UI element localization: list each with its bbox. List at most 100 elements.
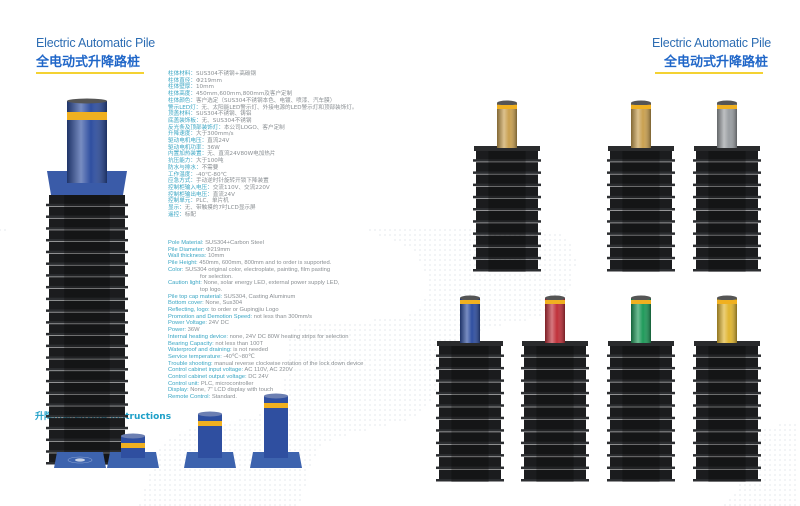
spec-label: 遥控： xyxy=(168,211,185,218)
spec-row: Pile Height: 450mm, 600mm, 800mm and to … xyxy=(168,260,363,267)
spec-label: Pile Diameter: xyxy=(168,246,207,253)
spec-row: 驱动电机电压：直流24V xyxy=(168,138,358,145)
spec-label: Pile Height: xyxy=(168,260,200,267)
spec-row: 控制柜输出电压：直流24V xyxy=(168,192,358,199)
spec-value: 大于100吨 xyxy=(195,158,224,165)
spec-label: 控制柜输出电压： xyxy=(168,191,213,198)
silver-pile xyxy=(693,100,761,272)
lifting-step-1 xyxy=(54,452,106,468)
spec-value: 本公司LOGO、客户定制 xyxy=(223,124,285,131)
gold-pile-1 xyxy=(473,100,541,272)
spec-label: Wall thickness: xyxy=(168,253,209,260)
spec-row: Power: 36W xyxy=(168,327,363,334)
spec-row: 控制单元：PLC、单片机 xyxy=(168,198,358,205)
spec-label: Control cabinet input voltage: xyxy=(168,367,245,374)
spec-label: 柱体直径： xyxy=(168,77,196,84)
spec-label: Bearing Capacity: xyxy=(168,340,216,347)
spec-label: 内置加热装置： xyxy=(168,151,208,158)
spec-value: PLC, microcontroller xyxy=(200,380,254,387)
spec-value: SUS304, Casting Aluminum xyxy=(223,293,296,300)
spec-value: 36W xyxy=(207,144,220,151)
spec-value: SUS304不锈钢、铸铝 xyxy=(195,111,252,118)
spec-row: 控制柜输入电压：交流110V、交流220V xyxy=(168,185,358,192)
spec-row: Service temperature: -40℃~80℃ xyxy=(168,354,363,361)
spec-label: 底盖装饰板： xyxy=(168,117,202,124)
spec-row: Control unit: PLC, microcontroller xyxy=(168,381,363,388)
spec-value: 交流110V、交流220V xyxy=(212,184,270,191)
spec-label: 驱动电机电压： xyxy=(168,138,208,145)
spec-row: Pole Material: SUS304+Carbon Steel xyxy=(168,240,363,247)
spec-label: 柱体高度： xyxy=(168,91,196,98)
spec-value: 无、带触摸的7吋LCD显示屏 xyxy=(184,205,256,212)
spec-value-continued: top logo. xyxy=(200,286,223,293)
spec-row: Waterproof and draining: is not needed xyxy=(168,347,363,354)
blue-pile xyxy=(436,295,504,482)
spec-label: Pile top cap material: xyxy=(168,293,224,300)
right-title-en: Electric Automatic Pile xyxy=(652,36,772,50)
spec-row: 警示LED灯：无、太阳能LED警示灯、外接电源的LED警示灯和顶部装饰灯。 xyxy=(168,105,358,112)
spec-label: Remote Control: xyxy=(168,394,212,401)
spec-row: 升降速度：大于300mm/s xyxy=(168,131,358,138)
spec-value: None, Sus304 xyxy=(205,300,243,307)
spec-row: Display: None, 7" LCD display with touch xyxy=(168,387,363,394)
spec-value: 450mm,600mm,800mm及客户定制 xyxy=(195,91,293,98)
spec-label: Display: xyxy=(168,387,191,394)
spec-row: 遥控：标配 xyxy=(168,212,358,219)
spec-row: 柱体壁厚：10mm xyxy=(168,84,358,91)
spec-label: Waterproof and draining: xyxy=(168,347,234,354)
yellow-pile xyxy=(693,295,761,482)
spec-value: SUS304不锈钢+高碳钢 xyxy=(195,71,257,77)
red-pile xyxy=(521,295,589,482)
spec-row: 底盖装饰板：无、SUS304不锈钢 xyxy=(168,118,358,125)
spec-label: 控制柜输入电压： xyxy=(168,184,213,191)
spec-value: None, solar energy LED, external power s… xyxy=(203,280,340,287)
spec-row: 顶盖材料：SUS304不锈钢、铸铝 xyxy=(168,111,358,118)
spec-label: Color: xyxy=(168,266,186,273)
spec-value: PLC、单片机 xyxy=(195,198,229,205)
spec-label: 显示： xyxy=(168,205,185,212)
spec-label: Trouble shooting: xyxy=(168,360,215,367)
spec-label: Caution light: xyxy=(168,280,204,287)
spec-value: Φ219mm xyxy=(206,246,230,253)
spec-row: Bottom cover: None, Sus304 xyxy=(168,300,363,307)
spec-label: Promotion and Demotion Speed: xyxy=(168,313,254,320)
spec-value: not less than 300mm/s xyxy=(253,313,313,320)
spec-label: 柱体材料： xyxy=(168,71,196,77)
spec-value-continued: for selection. xyxy=(200,273,233,280)
spec-value: None, 7" LCD display with touch xyxy=(190,387,274,394)
spec-label: Power Voltage: xyxy=(168,320,209,327)
spec-value: 大于300mm/s xyxy=(195,131,234,138)
spec-row: 反光条及顶部装饰灯：本公司LOGO、客户定制 xyxy=(168,125,358,132)
spec-row: Pile Diameter: Φ219mm xyxy=(168,247,363,254)
spec-label: 顶盖材料： xyxy=(168,111,196,118)
spec-label: 反光条及顶部装饰灯： xyxy=(168,124,224,131)
spec-label: 防水与排水： xyxy=(168,164,202,171)
spec-row: Reflecting, logo: to order or Gupingjiu … xyxy=(168,307,363,314)
spec-row: Remote Control: Standard. xyxy=(168,394,363,401)
spec-value: SUS304+Carbon Steel xyxy=(205,240,264,246)
spec-label: Pole Material: xyxy=(168,240,206,246)
spec-label: 应急方式： xyxy=(168,178,196,185)
spec-label: 升降速度： xyxy=(168,131,196,138)
spec-row: 驱动电机功率：36W xyxy=(168,145,358,152)
spec-row: 防水与排水：不需要 xyxy=(168,165,358,172)
spec-label: 警示LED灯： xyxy=(168,104,202,111)
spec-row: 抗压能力：大于100吨 xyxy=(168,158,358,165)
spec-label: Bottom cover: xyxy=(168,300,206,307)
spec-row: 柱体颜色：客户选定（SUS304不锈钢本色、电镀、喷漆、汽车膜） xyxy=(168,98,358,105)
spec-label: Reflecting, logo: xyxy=(168,307,212,314)
spec-label: 工作温度： xyxy=(168,171,196,178)
spec-row: 应急方式：手动逆时针旋转开锁下降装置 xyxy=(168,178,358,185)
spec-row: Wall thickness: 10mm xyxy=(168,253,363,260)
spec-row: Internal heating device: none, 24V DC 80… xyxy=(168,334,363,341)
spec-row: Power Voltage: 24V DC xyxy=(168,320,363,327)
spec-value: DC 24V xyxy=(248,374,269,381)
spec-value: 10mm xyxy=(208,253,225,260)
spec-row: Pile top cap material: SUS304, Casting A… xyxy=(168,294,363,301)
spec-value: 标配 xyxy=(184,211,196,218)
spec-label: Service temperature: xyxy=(168,353,224,360)
spec-value: 客户选定（SUS304不锈钢本色、电镀、喷漆、汽车膜） xyxy=(195,97,336,104)
spec-label: 柱体壁厚： xyxy=(168,84,196,91)
spec-row: Color: SUS304 original color, electropla… xyxy=(168,267,363,274)
